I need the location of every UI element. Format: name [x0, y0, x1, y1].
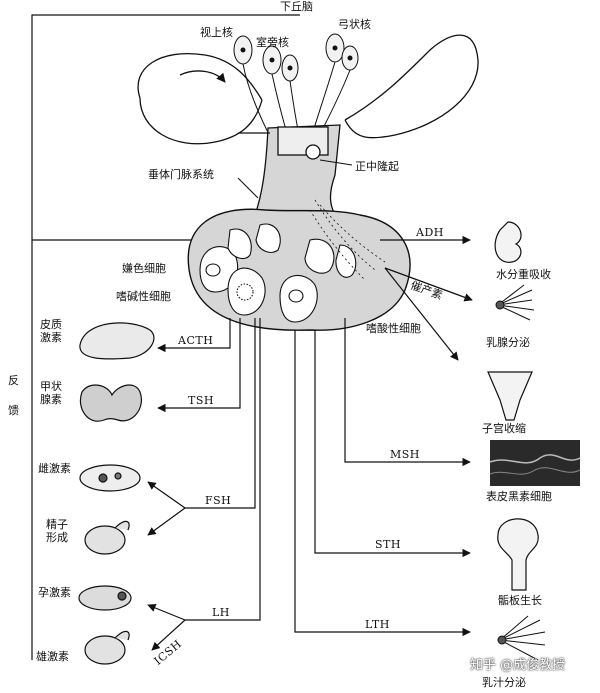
hypothalamic-nuclei	[234, 34, 358, 81]
spermatogenesis-label: 精子形成	[46, 518, 72, 544]
progesterone-label: 孕激素	[38, 586, 71, 599]
uterus-icon	[488, 372, 532, 420]
epidermis-icon	[490, 440, 580, 486]
basophil-label: 嗜碱性细胞	[116, 290, 171, 303]
mammary-icon	[496, 285, 534, 320]
kidney-icon	[495, 222, 521, 262]
sth-label: STH	[375, 538, 401, 551]
chromophobe-label: 嫌色细胞	[122, 262, 166, 275]
arcuate-label: 弓状核	[338, 18, 371, 31]
msh-label: MSH	[390, 448, 420, 461]
lh-label: LH	[212, 606, 230, 619]
milk-secretion-label: 乳腺分泌	[486, 336, 530, 349]
thyroid-icon	[80, 385, 141, 421]
portal-system-pointer	[238, 178, 258, 198]
adrenal-icon	[80, 323, 154, 359]
lactation-label: 乳汁分泌	[482, 676, 526, 689]
acidophil-label: 嗜酸性细胞	[366, 322, 421, 335]
acth-label: ACTH	[178, 334, 213, 347]
lth-label: LTH	[365, 618, 390, 631]
supraoptic-label: 视上核	[200, 26, 233, 39]
hypothalamus-label: 下丘脑	[280, 0, 313, 13]
pituitary-stalk	[238, 125, 340, 215]
tsh-label: TSH	[188, 394, 214, 407]
melanocyte-label: 表皮黑素细胞	[486, 490, 552, 503]
portal-system-label: 垂体门脉系统	[148, 168, 214, 181]
feedback-label: 反馈	[8, 366, 22, 426]
testis-icon-lower	[85, 631, 129, 664]
estrogen-label: 雌激素	[38, 462, 71, 475]
uterine-contraction-label: 子宫收缩	[482, 422, 526, 435]
median-eminence-label: 正中隆起	[355, 160, 399, 173]
ovary-icon-lower	[79, 586, 131, 610]
fsh-label: FSH	[205, 494, 231, 507]
androgen-label: 雄激素	[36, 650, 69, 663]
testis-icon-upper	[85, 521, 129, 554]
adrenal-cortex-hormone-label: 皮质激素	[40, 318, 66, 344]
water-reabsorption-label: 水分重吸收	[496, 268, 551, 281]
watermark: 知乎 @成俊教授	[470, 654, 565, 673]
ovary-icon	[80, 465, 140, 491]
paraventricular-label: 室旁核	[256, 36, 289, 49]
thyroid-hormone-label: 甲状腺素	[40, 380, 66, 406]
epiphyseal-growth-label: 骺板生长	[498, 594, 542, 607]
adh-label: ADH	[416, 226, 444, 239]
bone-icon	[498, 519, 538, 590]
